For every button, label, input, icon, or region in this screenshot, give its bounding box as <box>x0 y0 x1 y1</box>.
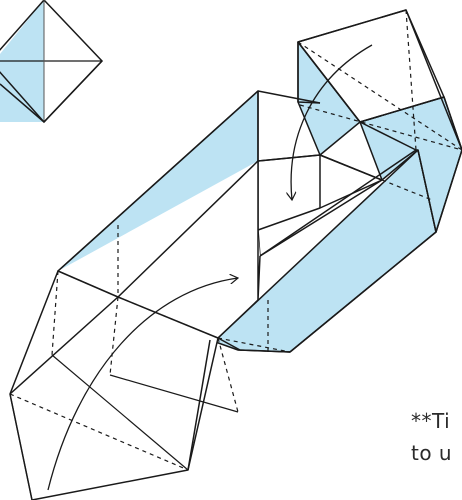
folded-square-thumbnail <box>0 0 102 122</box>
tray-body <box>10 10 462 500</box>
bottom-end-panel <box>10 271 218 500</box>
caption-line-2: to u <box>411 441 452 465</box>
caption-line-1: **Ti <box>411 409 450 433</box>
